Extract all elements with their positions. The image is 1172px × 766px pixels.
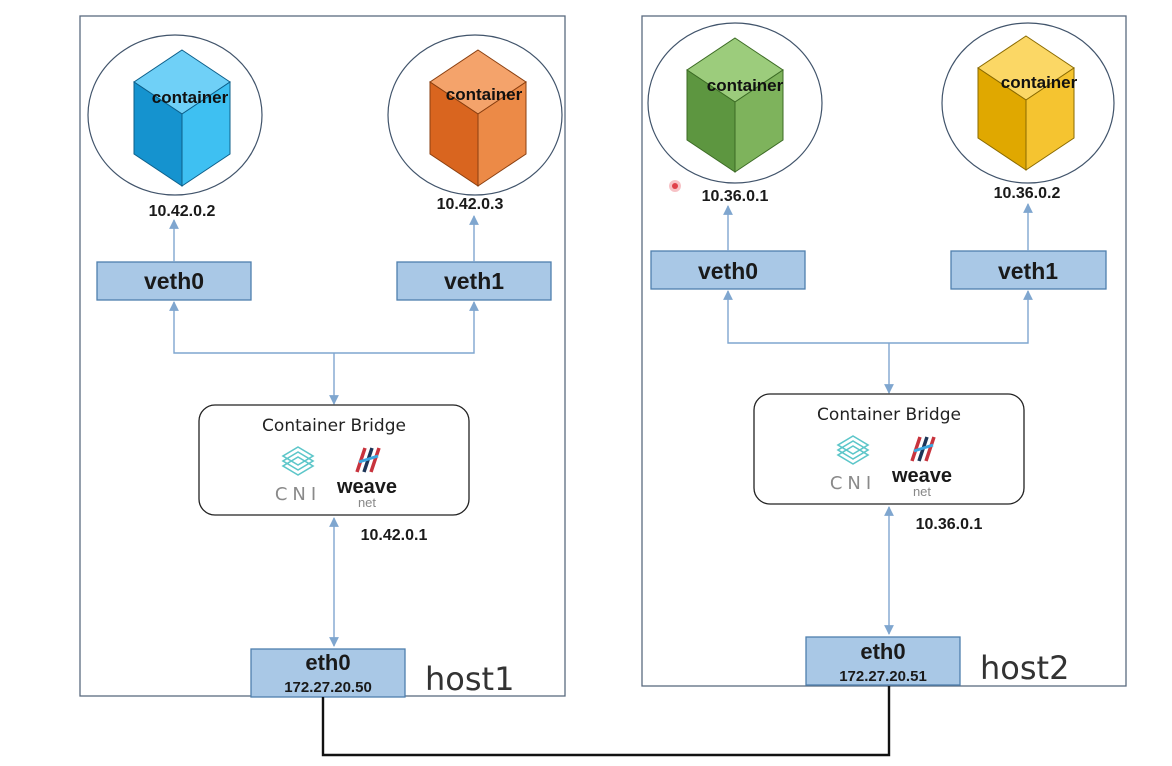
- veth-label: veth1: [998, 258, 1058, 284]
- eth-label: eth0: [305, 650, 350, 675]
- eth-label: eth0: [860, 639, 905, 664]
- weave-label: weave: [891, 465, 952, 487]
- host2-label: host2: [980, 649, 1069, 687]
- container-cube-icon: [977, 35, 1075, 171]
- host2-eth0: eth0 172.27.20.51: [805, 636, 961, 686]
- host1-group: container 10.42.0.2 container 10.42.0.3 …: [79, 15, 566, 698]
- container-cube-icon: [686, 37, 784, 173]
- host1-veth0: veth0: [96, 261, 252, 301]
- container-cube-icon: [429, 49, 527, 187]
- container-label: container: [707, 76, 784, 95]
- cni-label: CNI: [275, 484, 321, 505]
- connector: [723, 290, 1033, 344]
- host2-veth0: veth0: [650, 250, 806, 290]
- weave-net-logo-icon: [355, 447, 381, 473]
- net-label: net: [358, 495, 376, 510]
- host-link: [321, 686, 891, 757]
- container-label: container: [446, 85, 523, 104]
- container-circle: [941, 22, 1115, 184]
- host1-label: host1: [425, 660, 514, 698]
- host1-eth0: eth0 172.27.20.50: [250, 648, 406, 698]
- bridge-title: Container Bridge: [262, 416, 406, 436]
- weave-label: weave: [336, 476, 397, 498]
- host1-container-bridge: Container Bridge CNI weave net: [198, 404, 470, 516]
- veth-label: veth0: [698, 258, 758, 284]
- cursor-dot-icon: [669, 180, 681, 192]
- host2-container-bridge: Container Bridge CNI weave net: [753, 393, 1025, 505]
- container-ip: 10.42.0.2: [149, 203, 216, 220]
- eth-ip: 172.27.20.50: [284, 679, 372, 696]
- cni-label: CNI: [830, 473, 876, 494]
- container-circle: [647, 22, 823, 184]
- connector: [169, 301, 479, 354]
- net-label: net: [913, 484, 931, 499]
- host1-container-1: container 10.42.0.2: [87, 34, 263, 220]
- container-circle: [87, 34, 263, 196]
- container-label: container: [1001, 73, 1078, 92]
- bridge-ip: 10.42.0.1: [361, 527, 428, 544]
- cni-logo-icon: [836, 435, 870, 465]
- veth-label: veth1: [444, 268, 504, 294]
- host2-box: [641, 15, 1127, 687]
- bridge-ip: 10.36.0.1: [916, 516, 983, 533]
- container-label: container: [152, 88, 229, 107]
- container-ip: 10.42.0.3: [437, 196, 504, 213]
- host2-veth1: veth1: [950, 250, 1107, 290]
- container-ip: 10.36.0.2: [994, 185, 1061, 202]
- veth-label: veth0: [144, 268, 204, 294]
- host2-container-1: container 10.36.0.1: [647, 22, 823, 205]
- container-circle: [387, 34, 563, 196]
- host2-group: container 10.36.0.1 container 10.36.0.2 …: [641, 15, 1127, 687]
- host1-veth1: veth1: [396, 261, 552, 301]
- cni-logo-icon: [281, 446, 315, 476]
- bridge-title: Container Bridge: [817, 405, 961, 425]
- eth-ip: 172.27.20.51: [839, 668, 927, 685]
- container-cube-icon: [133, 49, 231, 187]
- host2-container-2: container 10.36.0.2: [941, 22, 1115, 202]
- host1-container-2: container 10.42.0.3: [387, 34, 563, 213]
- weave-net-logo-icon: [910, 436, 936, 462]
- container-ip: 10.36.0.1: [702, 188, 769, 205]
